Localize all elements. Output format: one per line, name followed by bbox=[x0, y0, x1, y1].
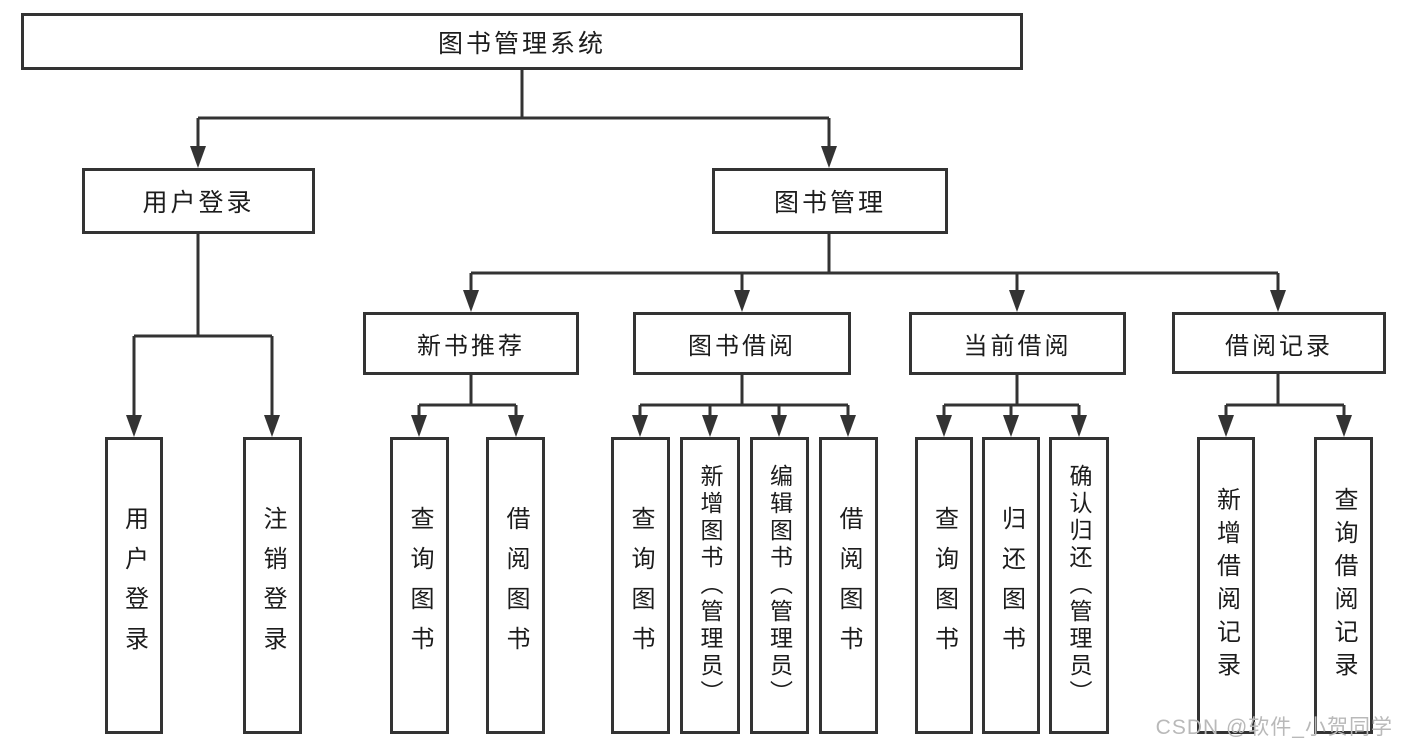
leaf-borrow-books: 借阅图书 bbox=[819, 437, 878, 734]
leaf-query-books-current: 查询图书 bbox=[915, 437, 973, 734]
node-book-management: 图书管理 bbox=[712, 168, 948, 234]
node-user-login: 用户登录 bbox=[82, 168, 315, 234]
leaf-add-borrow-record: 新增借阅记录 bbox=[1197, 437, 1255, 734]
leaf-query-borrow-record: 查询借阅记录 bbox=[1314, 437, 1373, 734]
leaf-query-books-borrowing: 查询图书 bbox=[611, 437, 670, 734]
leaf-confirm-return-admin: 确认归还（管理员） bbox=[1049, 437, 1109, 734]
leaf-query-books-recommend: 查询图书 bbox=[390, 437, 449, 734]
node-borrowing-records: 借阅记录 bbox=[1172, 312, 1386, 374]
leaf-edit-books-admin: 编辑图书（管理员） bbox=[750, 437, 809, 734]
node-new-book-recommend: 新书推荐 bbox=[363, 312, 579, 375]
node-current-borrowing: 当前借阅 bbox=[909, 312, 1126, 375]
node-book-borrowing: 图书借阅 bbox=[633, 312, 851, 375]
leaf-user-login: 用户登录 bbox=[105, 437, 163, 734]
node-root-library-system: 图书管理系统 bbox=[21, 13, 1023, 70]
leaf-add-books-admin: 新增图书（管理员） bbox=[680, 437, 740, 734]
leaf-borrow-books-recommend: 借阅图书 bbox=[486, 437, 545, 734]
watermark: CSDN @软件_小贺同学 bbox=[1155, 716, 1393, 739]
leaf-return-books: 归还图书 bbox=[982, 437, 1040, 734]
leaf-logout: 注销登录 bbox=[243, 437, 302, 734]
